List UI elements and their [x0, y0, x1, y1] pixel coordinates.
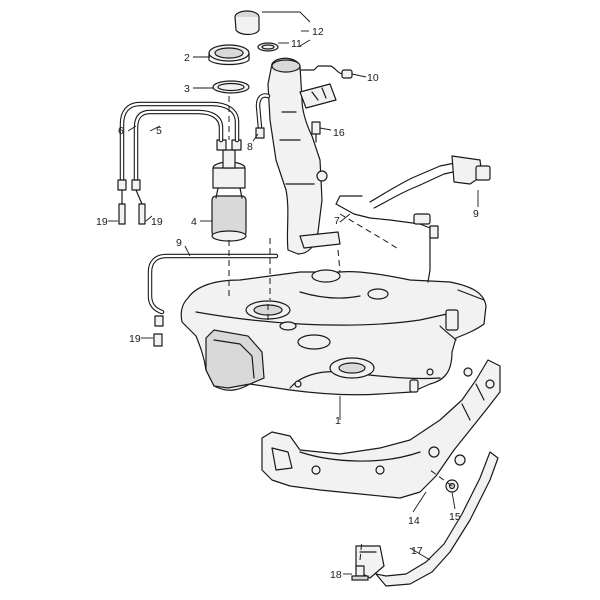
vent-line-left [147, 253, 279, 347]
callout-14: 14 [408, 515, 420, 527]
callout-6: 6 [118, 125, 124, 137]
callout-19-lower: 19 [129, 333, 141, 345]
callout-9-right: 9 [473, 208, 479, 220]
callout-15: 15 [449, 511, 461, 523]
callout-8: 8 [247, 141, 253, 153]
sensor-10 [299, 65, 353, 79]
vent-hose-8 [255, 93, 271, 139]
callout-17: 17 [411, 545, 423, 557]
callout-9-left: 9 [176, 237, 182, 249]
callout-19-left: 19 [96, 216, 108, 228]
callout-4: 4 [191, 216, 197, 228]
bolt-16 [311, 121, 321, 143]
fuel-pump-unit [211, 139, 247, 242]
callout-5: 5 [156, 125, 162, 137]
callout-11: 11 [291, 38, 302, 50]
callout-7: 7 [334, 215, 340, 227]
heat-shield [261, 359, 501, 499]
callout-labels: 1 2 3 4 5 6 7 8 9 9 10 11 12 14 15 16 17… [96, 26, 479, 581]
filler-seal [257, 42, 279, 52]
callout-3: 3 [184, 83, 190, 95]
seal-ring [212, 80, 250, 94]
callout-2: 2 [184, 52, 190, 64]
filler-neck [267, 57, 341, 255]
bolt-18 [351, 565, 369, 581]
callout-18: 18 [330, 569, 342, 581]
vent-line-right [335, 155, 491, 283]
callout-1: 1 [335, 415, 341, 427]
fuel-tank [180, 269, 487, 396]
callout-19-right: 19 [151, 216, 163, 228]
fuel-lines [117, 101, 240, 225]
callout-12: 12 [312, 26, 324, 38]
locking-ring [208, 44, 250, 66]
callout-16: 16 [333, 127, 345, 139]
relation-lines [228, 96, 453, 561]
filler-cap [234, 10, 260, 36]
callout-10: 10 [367, 72, 379, 84]
leader-lines [108, 11, 479, 575]
